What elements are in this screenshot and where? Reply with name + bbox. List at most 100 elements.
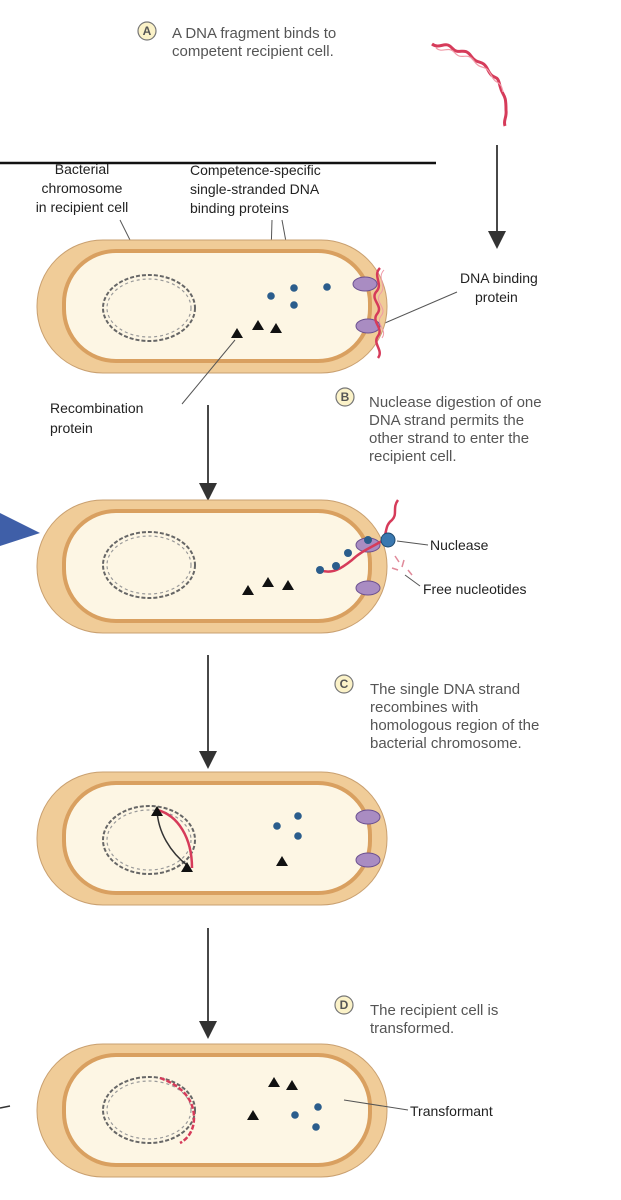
binding-protein-dot bbox=[314, 1103, 322, 1111]
dna-binding-protein bbox=[355, 318, 381, 334]
binding-protein-dot bbox=[290, 301, 298, 309]
step-c: C The single DNA strand recombines with … bbox=[334, 674, 539, 752]
competence-label-1: Competence-specific bbox=[190, 162, 321, 178]
binding-protein-dot bbox=[273, 822, 281, 830]
chromosome-3 bbox=[102, 805, 196, 875]
step-d-line-1: The recipient cell is bbox=[370, 1002, 498, 1019]
competence-label-2: single-stranded DNA bbox=[190, 181, 320, 197]
transformant-leader bbox=[343, 1099, 409, 1111]
recombination-protein-triangle bbox=[276, 856, 288, 866]
cell-1 bbox=[36, 239, 388, 374]
chromosome-label-1: Bacterial bbox=[55, 161, 109, 177]
cell-2-membrane bbox=[62, 509, 372, 623]
displaced-strand bbox=[156, 809, 189, 867]
cell-4-membrane bbox=[62, 1053, 372, 1167]
binding-protein-dot bbox=[316, 566, 324, 574]
step-b-badge bbox=[335, 387, 355, 407]
step-c-badge bbox=[334, 674, 354, 694]
recombination-protein-triangle bbox=[242, 585, 254, 595]
dna-fragment-strand bbox=[435, 47, 504, 93]
binding-protein-dot bbox=[291, 1111, 299, 1119]
cell-2 bbox=[36, 499, 413, 634]
free-nucleotide bbox=[394, 555, 400, 563]
recombination-leader bbox=[181, 339, 236, 405]
step-d: D The recipient cell is transformed. bbox=[334, 995, 498, 1037]
binding-protein-dot bbox=[267, 292, 275, 300]
step-b-line-2: DNA strand permits the bbox=[369, 412, 524, 429]
recombination-protein-triangle bbox=[231, 328, 243, 338]
cell-3 bbox=[36, 771, 388, 906]
dna-binding-label-1: DNA binding bbox=[460, 270, 538, 286]
free-nucleotide bbox=[407, 569, 413, 576]
step-c-letter: C bbox=[340, 677, 349, 691]
recombination-protein-triangle bbox=[247, 1110, 259, 1120]
dna-binding-label-2: protein bbox=[475, 289, 518, 305]
binding-protein-dot bbox=[294, 812, 302, 820]
binding-protein-dot bbox=[312, 1123, 320, 1131]
recombination-protein-triangle bbox=[252, 320, 264, 330]
chromosome-label-2: chromosome bbox=[42, 180, 123, 196]
dna-binding-protein bbox=[352, 276, 378, 292]
nuclease bbox=[380, 532, 396, 548]
recombination-label-2: protein bbox=[50, 420, 93, 436]
bound-dna-strand bbox=[378, 269, 385, 339]
free-nucleotides-label: Free nucleotides bbox=[423, 581, 527, 597]
recombination-protein-triangle bbox=[282, 580, 294, 590]
free-nucleotides-leader bbox=[404, 574, 421, 587]
recombination-label: Recombination protein bbox=[50, 400, 143, 436]
chromosome-3-inner bbox=[106, 809, 192, 871]
step-c-line-4: bacterial chromosome. bbox=[370, 735, 522, 752]
dna-binding-protein bbox=[355, 580, 381, 596]
recombination-protein-triangle bbox=[268, 1077, 280, 1087]
step-c-line-1: The single DNA strand bbox=[370, 681, 520, 698]
transformant-label: Transformant bbox=[410, 1103, 493, 1119]
chromosome-label-3: in recipient cell bbox=[36, 199, 129, 215]
nuclease-leader bbox=[396, 540, 429, 546]
step-a-line-1: A DNA fragment binds to bbox=[172, 25, 336, 42]
binding-protein-dot bbox=[294, 832, 302, 840]
free-nucleotide bbox=[401, 559, 405, 568]
recombination-protein-triangle bbox=[262, 577, 274, 587]
dna-binding-protein bbox=[355, 809, 381, 825]
chromosome-2-inner bbox=[106, 535, 192, 595]
step-b-letter: B bbox=[341, 390, 350, 404]
left-edge-mark bbox=[0, 1105, 11, 1109]
recombination-protein-triangle bbox=[181, 862, 193, 872]
binding-protein-dot bbox=[344, 549, 352, 557]
step-d-letter: D bbox=[340, 998, 349, 1012]
recombination-protein-triangle bbox=[286, 1080, 298, 1090]
chromosome-1-inner bbox=[106, 278, 192, 338]
step-b-line-4: recipient cell. bbox=[369, 448, 457, 465]
step-a: A A DNA fragment binds to competent reci… bbox=[137, 21, 336, 60]
binding-protein-dot bbox=[364, 536, 372, 544]
bound-dna bbox=[373, 267, 381, 359]
integrated-dna bbox=[159, 1076, 196, 1145]
cell-3-membrane bbox=[62, 781, 372, 895]
step-a-badge bbox=[137, 21, 157, 41]
cell-4 bbox=[36, 1043, 388, 1178]
step-a-letter: A bbox=[143, 24, 152, 38]
pointer-marker bbox=[0, 513, 40, 546]
chromosome-4-inner bbox=[106, 1080, 192, 1140]
recombination-label-1: Recombination bbox=[50, 400, 143, 416]
recombination-protein-triangle bbox=[270, 323, 282, 333]
competence-label: Competence-specific single-stranded DNA … bbox=[190, 162, 321, 216]
chromosome-2 bbox=[102, 531, 196, 599]
dna-binding-label: DNA binding protein bbox=[460, 270, 538, 305]
chromosome-1 bbox=[102, 274, 196, 342]
step-c-line-3: homologous region of the bbox=[370, 717, 539, 734]
step-a-line-2: competent recipient cell. bbox=[172, 43, 334, 60]
binding-protein-dot bbox=[332, 562, 340, 570]
dna-binding-protein bbox=[355, 852, 381, 868]
step-d-line-2: transformed. bbox=[370, 1020, 454, 1037]
entering-dna-strand bbox=[319, 539, 383, 573]
step-b-line-3: other strand to enter the bbox=[369, 430, 529, 447]
nuclease-label: Nuclease bbox=[430, 537, 489, 553]
recombining-dna bbox=[156, 808, 194, 869]
recombination-protein-triangle bbox=[151, 806, 163, 816]
binding-protein-dot bbox=[290, 284, 298, 292]
dna-binding-leader bbox=[377, 291, 458, 327]
step-c-line-2: recombines with bbox=[370, 699, 478, 716]
step-b-line-1: Nuclease digestion of one bbox=[369, 394, 542, 411]
